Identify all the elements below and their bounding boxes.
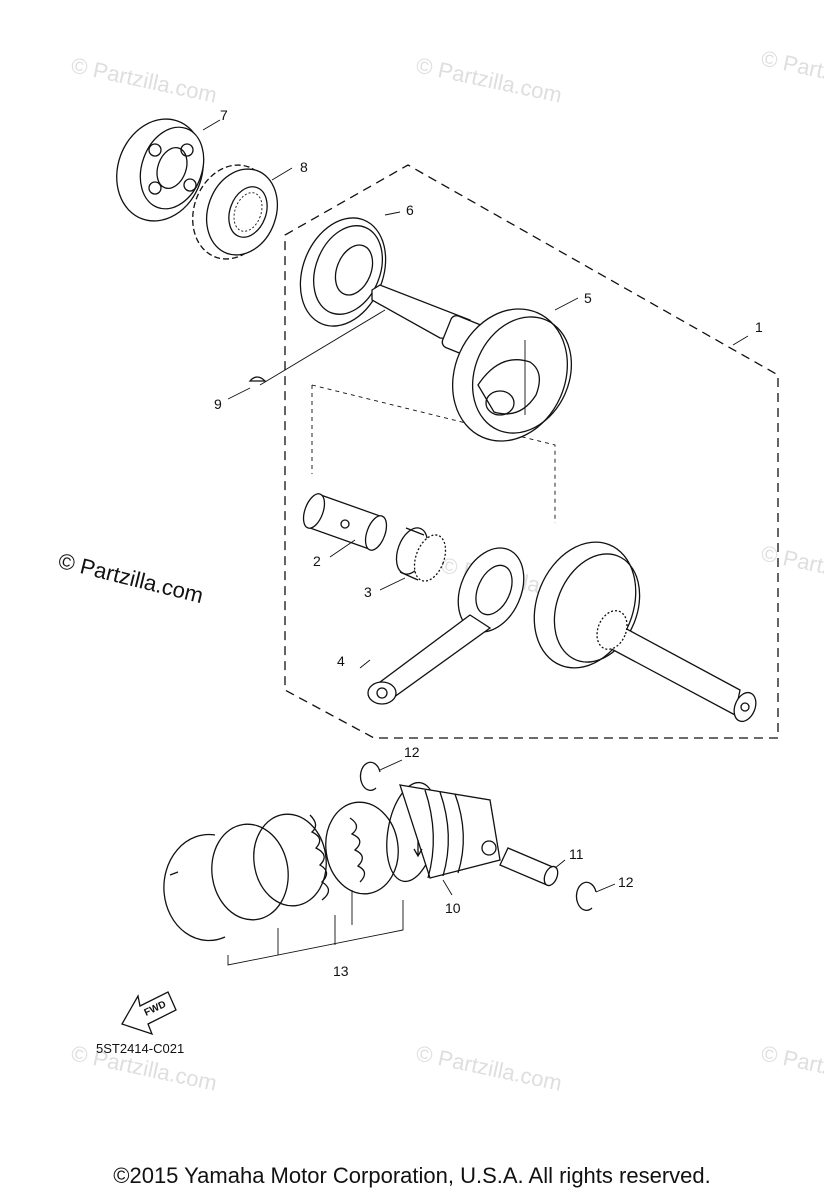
callout-13: 13	[333, 963, 349, 979]
callout-8: 8	[300, 159, 308, 175]
watermark: © Partzilla.com	[759, 1040, 824, 1095]
callout-11: 11	[569, 846, 584, 862]
callout-2: 2	[313, 553, 321, 569]
watermark: © Partzilla.com	[759, 540, 824, 595]
connecting-rod-part	[367, 547, 525, 705]
callout-12-top: 12	[404, 744, 420, 760]
callout-10: 10	[445, 900, 461, 916]
watermark: © Partzilla.com	[414, 52, 564, 107]
needle-bearing-part	[395, 527, 447, 582]
crank-shaft-part	[533, 541, 757, 723]
circlip-part	[575, 881, 597, 911]
assembly-boundary	[284, 164, 779, 739]
bearing-part	[116, 118, 205, 222]
inner-bracket	[311, 384, 556, 523]
callouts: 1 2 3 4 5 6 7 8 9 10 11 12 12 13	[214, 107, 763, 979]
circlip-part	[359, 761, 381, 791]
callout-1: 1	[755, 319, 763, 335]
crank-pin-part	[302, 493, 388, 551]
fwd-arrow-icon: FWD	[121, 991, 177, 1036]
gear-part	[192, 164, 278, 260]
callout-9: 9	[214, 396, 222, 412]
crank-half-part	[371, 284, 573, 442]
piston-pin-part	[499, 847, 559, 887]
callout-3: 3	[364, 584, 372, 600]
piston-rings-part	[163, 801, 399, 942]
watermark: © Partzilla.com	[759, 45, 824, 100]
callout-7: 7	[220, 107, 228, 123]
watermark: © Partzilla.com	[414, 1040, 564, 1095]
leader-lines	[202, 119, 749, 966]
copyright-text: ©2015 Yamaha Motor Corporation, U.S.A. A…	[113, 1163, 711, 1188]
callout-6: 6	[406, 202, 414, 218]
callout-5: 5	[584, 290, 592, 306]
watermark: © Partzilla.com	[69, 52, 219, 107]
callout-12-bottom: 12	[618, 874, 634, 890]
callout-4: 4	[337, 653, 345, 669]
diagram-code: 5ST2414-C021	[96, 1041, 185, 1056]
key-part	[248, 376, 267, 382]
piston-part	[386, 781, 501, 883]
